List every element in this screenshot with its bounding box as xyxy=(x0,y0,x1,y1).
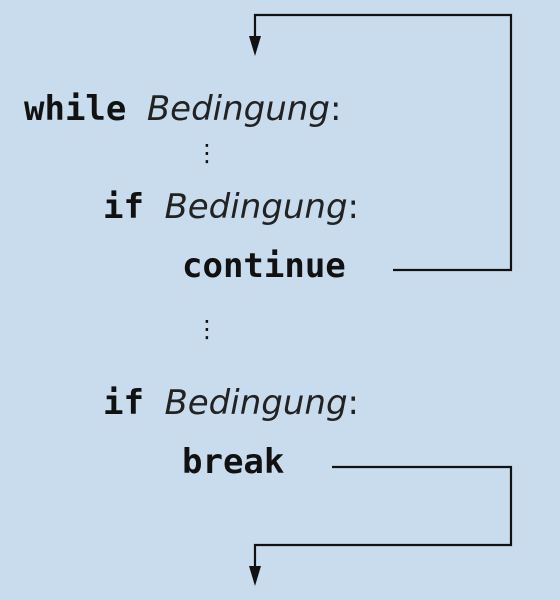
if-colon-1: : xyxy=(347,187,359,227)
continue-arrowhead xyxy=(249,36,261,56)
break-arrowhead xyxy=(249,566,261,586)
continue-line: continue xyxy=(182,246,346,286)
break-line: break xyxy=(182,442,284,482)
if-line-1: if Bedingung: xyxy=(103,187,359,227)
if-condition-2: Bedingung xyxy=(164,383,348,423)
while-keyword: while xyxy=(24,89,127,129)
ellipsis-2: ⋮ xyxy=(195,315,219,343)
if-keyword-2: if xyxy=(103,383,144,423)
if-colon-2: : xyxy=(347,383,359,423)
continue-arrow-line xyxy=(253,13,513,272)
break-keyword: break xyxy=(182,442,285,482)
ellipsis-1: ⋮ xyxy=(195,139,219,167)
while-colon: : xyxy=(329,89,342,129)
while-condition: Bedingung xyxy=(146,89,330,129)
if-keyword-1: if xyxy=(103,187,144,227)
while-line: while Bedingung: xyxy=(24,89,341,129)
if-line-2: if Bedingung: xyxy=(103,383,359,423)
if-condition-1: Bedingung xyxy=(164,187,348,227)
continue-keyword: continue xyxy=(182,246,346,286)
break-arrow-line xyxy=(253,465,513,570)
